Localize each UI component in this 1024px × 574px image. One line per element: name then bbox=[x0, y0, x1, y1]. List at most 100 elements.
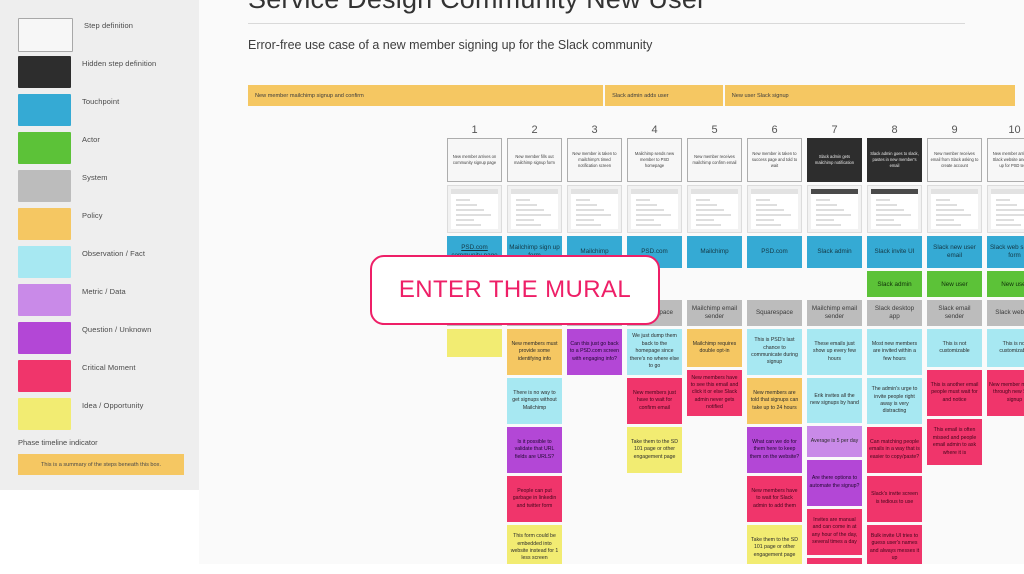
sticky-note-question[interactable]: What can we do for them here to keep the… bbox=[747, 427, 802, 473]
screenshot-thumbnail[interactable] bbox=[567, 185, 622, 233]
sticky-note-obs[interactable]: This is not customizable bbox=[927, 329, 982, 368]
sticky-note-critical[interactable]: Bulk invite UI tries to guess user's nam… bbox=[867, 524, 922, 571]
step-card[interactable]: Mailchimp sends new member to PSD homepa… bbox=[627, 138, 682, 182]
step-card[interactable]: New member fills out mailchimp signup fo… bbox=[507, 138, 562, 182]
sticky-note-critical[interactable]: This is another email people must wait f… bbox=[927, 370, 982, 417]
screenshot-thumbnail[interactable] bbox=[507, 185, 562, 233]
sticky-note-critical[interactable]: New member must go through new Slack sig… bbox=[987, 370, 1024, 416]
screenshot-thumbnail[interactable] bbox=[807, 185, 862, 233]
step-card[interactable]: New member receives email from Slack ask… bbox=[927, 138, 982, 182]
actor-card[interactable] bbox=[687, 271, 742, 297]
touchpoint-card[interactable]: Slack invite UI bbox=[867, 236, 922, 268]
sticky-note-critical[interactable]: Slack's invite screen is tedious to use bbox=[867, 476, 922, 522]
sticky-note-critical[interactable]: Invites are manual and can come in at an… bbox=[807, 508, 862, 555]
sticky-note-critical[interactable]: People can put garbage in linkedin and t… bbox=[507, 476, 562, 522]
screenshot-thumbnail[interactable] bbox=[627, 185, 682, 233]
sticky-note-obs[interactable]: This is not customizable bbox=[987, 329, 1024, 368]
enter-mural-button[interactable]: ENTER THE MURAL bbox=[370, 255, 660, 325]
sticky-note-obs[interactable]: We just dump them back to the homepage s… bbox=[627, 329, 682, 375]
legend-swatch bbox=[18, 360, 71, 392]
actor-card[interactable]: New user bbox=[927, 271, 982, 297]
column-number: 10 bbox=[1008, 124, 1021, 136]
sticky-note-critical[interactable]: Can matching people emails in a way that… bbox=[867, 427, 922, 473]
actor-card[interactable] bbox=[747, 271, 802, 297]
phase-bar[interactable]: New user Slack signup bbox=[724, 85, 1015, 106]
hidden-step-card[interactable]: Slack admin gets mailchimp notification bbox=[807, 138, 862, 182]
sticky-note-metric[interactable]: Average is 5 per day bbox=[807, 426, 862, 457]
step-card-label: New member arrives on community signup p… bbox=[452, 154, 497, 165]
screenshot-thumbnail[interactable] bbox=[927, 185, 982, 233]
column-number: 1 bbox=[471, 124, 478, 136]
touchpoint-card[interactable]: Mailchimp bbox=[687, 236, 742, 268]
screenshot-thumbnail[interactable] bbox=[867, 185, 922, 233]
sticky-note-text: Most new members are invited within a fe… bbox=[871, 340, 918, 362]
actor-card[interactable]: New user bbox=[987, 271, 1024, 297]
sticky-note-idea[interactable]: This form could be embedded into website… bbox=[507, 525, 562, 571]
legend-label: Actor bbox=[82, 135, 101, 144]
actor-card[interactable]: Slack admin bbox=[867, 271, 922, 297]
sticky-note-obs[interactable]: This is PSD's last chance to communicate… bbox=[747, 329, 802, 375]
sticky-note-policy[interactable]: New members must provide some identifyin… bbox=[507, 329, 562, 375]
touchpoint-label: Slack invite UI bbox=[874, 247, 915, 255]
system-card[interactable]: Slack desktop app bbox=[867, 300, 922, 326]
system-card[interactable]: Mailchimp email sender bbox=[807, 300, 862, 326]
sticky-note-critical[interactable]: This email is often missed and people em… bbox=[927, 419, 982, 466]
screenshot-thumbnail[interactable] bbox=[687, 185, 742, 233]
actor-card[interactable] bbox=[807, 271, 862, 297]
phase-bar[interactable]: Slack admin adds user bbox=[605, 85, 723, 106]
sticky-note-text: This is not customizable bbox=[939, 340, 970, 355]
touchpoint-card[interactable]: Slack admin bbox=[807, 236, 862, 268]
legend-swatch bbox=[18, 208, 71, 240]
sticky-note-obs[interactable]: Erik invites all the new signups by hand bbox=[807, 377, 862, 424]
touchpoint-card[interactable]: Slack new user email bbox=[927, 236, 982, 268]
system-card[interactable]: Mailchimp email sender bbox=[687, 300, 742, 326]
sticky-note-idea[interactable]: Take them to the SD 101 page or other en… bbox=[627, 427, 682, 473]
screenshot-thumbnail[interactable] bbox=[747, 185, 802, 233]
legend-row: Hidden step definition bbox=[18, 56, 188, 90]
step-card[interactable]: New member receives mailchimp confirm em… bbox=[687, 138, 742, 182]
sticky-note-critical[interactable]: New members just have to wait for confir… bbox=[627, 378, 682, 424]
sticky-note-question[interactable]: Is it possible to validate that URL fiel… bbox=[507, 427, 562, 473]
sticky-note-text: The admin's urge to invite people right … bbox=[871, 386, 918, 415]
step-card[interactable]: New member is taken to success page and … bbox=[747, 138, 802, 182]
hidden-step-card[interactable]: Slack admin goes to slack, pastes in new… bbox=[867, 138, 922, 182]
legend-label: System bbox=[82, 173, 108, 182]
touchpoint-card[interactable]: PSD.com bbox=[747, 236, 802, 268]
sticky-note-question[interactable]: Can this just go back to a PSD.com scree… bbox=[567, 329, 622, 375]
sticky-note-policy[interactable]: Mailchimp requires double opt-in bbox=[687, 329, 742, 368]
system-card[interactable]: Squarespace bbox=[747, 300, 802, 326]
sticky-note-critical[interactable]: New members have to see this email and c… bbox=[687, 370, 742, 417]
legend-swatch bbox=[18, 18, 73, 52]
phase-bar[interactable]: New member mailchimp signup and confirm bbox=[248, 85, 604, 106]
sticky-note-obs[interactable]: There is no way to get signups without M… bbox=[507, 378, 562, 424]
touchpoint-card[interactable]: Slack web signup form bbox=[987, 236, 1024, 268]
legend-label: Hidden step definition bbox=[82, 59, 157, 68]
screenshot-thumbnail[interactable] bbox=[447, 185, 502, 233]
system-label: Mailchimp email sender bbox=[691, 304, 738, 321]
mural-canvas[interactable]: Service Design Community New User Error-… bbox=[199, 0, 1024, 574]
sticky-note-policy[interactable]: New members are told that signups can ta… bbox=[747, 378, 802, 424]
sticky-note-obs[interactable]: Most new members are invited within a fe… bbox=[867, 329, 922, 375]
step-card[interactable]: New member arrives on community signup p… bbox=[447, 138, 502, 182]
sticky-note-text: These emails just show up every few hour… bbox=[813, 340, 856, 362]
step-card[interactable]: New member is taken to mailchimp's timed… bbox=[567, 138, 622, 182]
screenshot-thumbnail[interactable] bbox=[987, 185, 1024, 233]
column-number: 6 bbox=[771, 124, 778, 136]
sticky-note-text: This form could be embedded into website… bbox=[510, 533, 559, 562]
legend-row: Critical Moment bbox=[18, 360, 188, 394]
sticky-note-idea[interactable]: Take them to the SD 101 page or other en… bbox=[747, 525, 802, 571]
step-card[interactable]: New member arrives on Slack website and … bbox=[987, 138, 1024, 182]
sticky-note-text: Take them to the SD 101 page or other en… bbox=[751, 536, 798, 558]
system-card[interactable]: Slack email sender bbox=[927, 300, 982, 326]
sticky-note-question[interactable]: Are there options to automate the signup… bbox=[807, 459, 862, 506]
system-card[interactable]: Slack website bbox=[987, 300, 1024, 326]
sticky-note-obs[interactable]: These emails just show up every few hour… bbox=[807, 329, 862, 375]
sticky-note-idea[interactable] bbox=[447, 329, 502, 357]
sticky-note-obs[interactable]: The admin's urge to invite people right … bbox=[867, 378, 922, 424]
step-card-label: Mailchimp sends new member to PSD homepa… bbox=[634, 151, 675, 168]
system-label: Slack email sender bbox=[938, 304, 971, 321]
sticky-note-critical[interactable]: New members have to wait for Slack admin… bbox=[747, 476, 802, 522]
